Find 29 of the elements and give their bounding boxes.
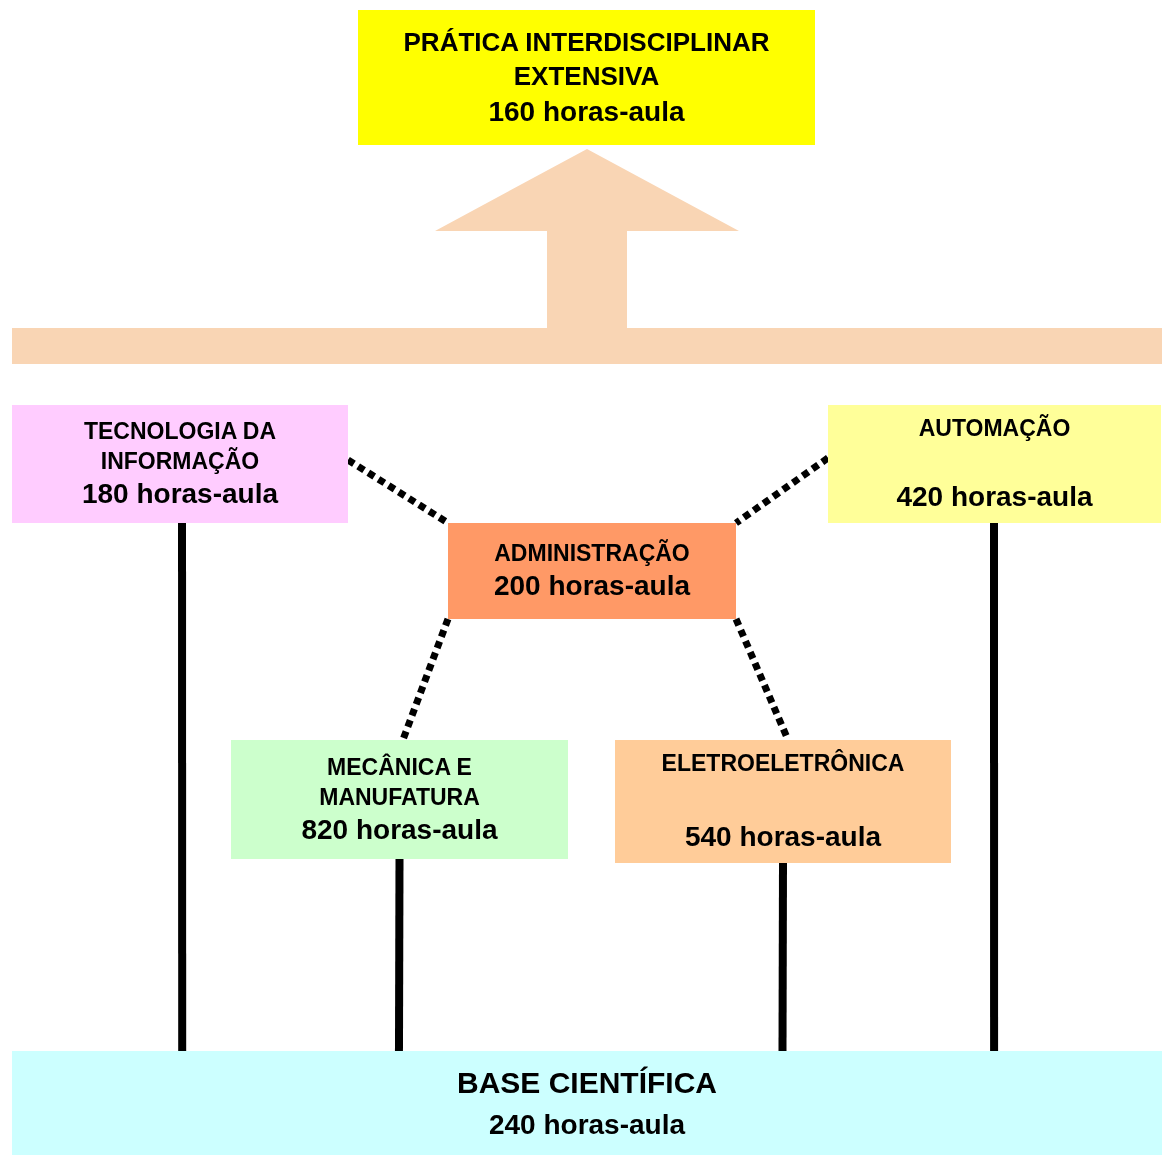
process-box [615,740,951,863]
node-label: MECÂNICA E MANUFATURA [318,752,481,812]
dotted-connector [399,617,452,742]
node-label: ELETROELETRÔNICA [661,748,905,778]
connector-line [395,859,404,1051]
connector-line [178,523,187,1051]
dotted-connector [734,455,830,526]
process-box [828,405,1161,523]
node-label: PRÁTICA INTERDISCIPLINAR EXTENSIVA [402,25,771,93]
connector-line [990,523,999,1051]
band-bar [12,328,1162,364]
node-label: 160 horas-aula [488,94,685,129]
process-box [12,405,348,523]
base-box [12,1051,1162,1155]
title-box [358,10,815,145]
node-label: AUTOMAÇÃO [918,413,1071,443]
node-label: ADMINISTRAÇÃO [494,538,690,568]
node-label: 240 horas-aula [488,1108,686,1142]
process-box [448,523,736,619]
node-label: TECNOLOGIA DA INFORMAÇÃO [82,417,278,476]
node-label: 180 horas-aula [81,477,279,511]
node-label: 420 horas-aula [896,480,1093,514]
node-label: BASE CIENTÍFICA [457,1065,717,1101]
node-label: 540 horas-aula [684,820,882,854]
node-label: 200 horas-aula [493,569,691,603]
block-arrow [435,149,739,328]
node-label: 820 horas-aula [301,812,498,847]
process-box [231,740,568,859]
connector-line [778,863,787,1051]
